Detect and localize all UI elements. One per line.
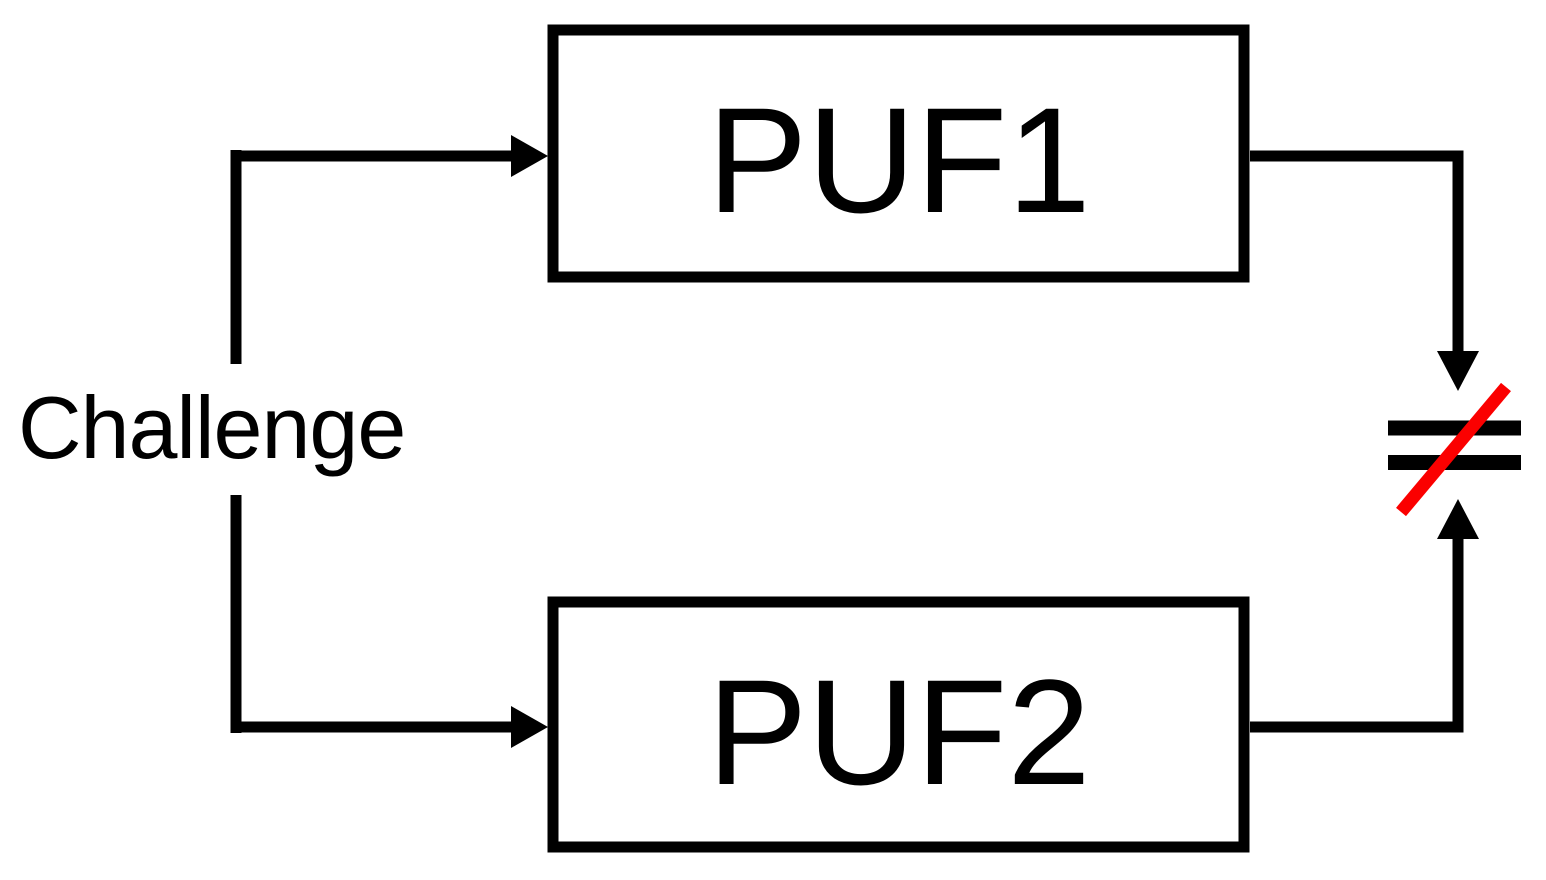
challenge-label: Challenge [18,378,405,477]
arrow-up-icon [1437,499,1479,539]
puf2-label: PUF2 [707,648,1090,816]
arrow-down-icon [1437,351,1479,391]
not-equal-icon [1388,382,1521,517]
puf2-box [547,596,1250,853]
arrow-right-icon [511,135,548,177]
not-equal-slash [1396,382,1511,517]
puf2-output-line [1250,536,1464,733]
arrow-right-icon [511,706,548,748]
not-equal-bar-top [1388,420,1521,436]
puf1-box [547,24,1250,283]
puf1-output-line [1250,150,1464,354]
not-equal-bar-bottom [1388,455,1521,470]
puf1-label: PUF1 [707,76,1090,244]
